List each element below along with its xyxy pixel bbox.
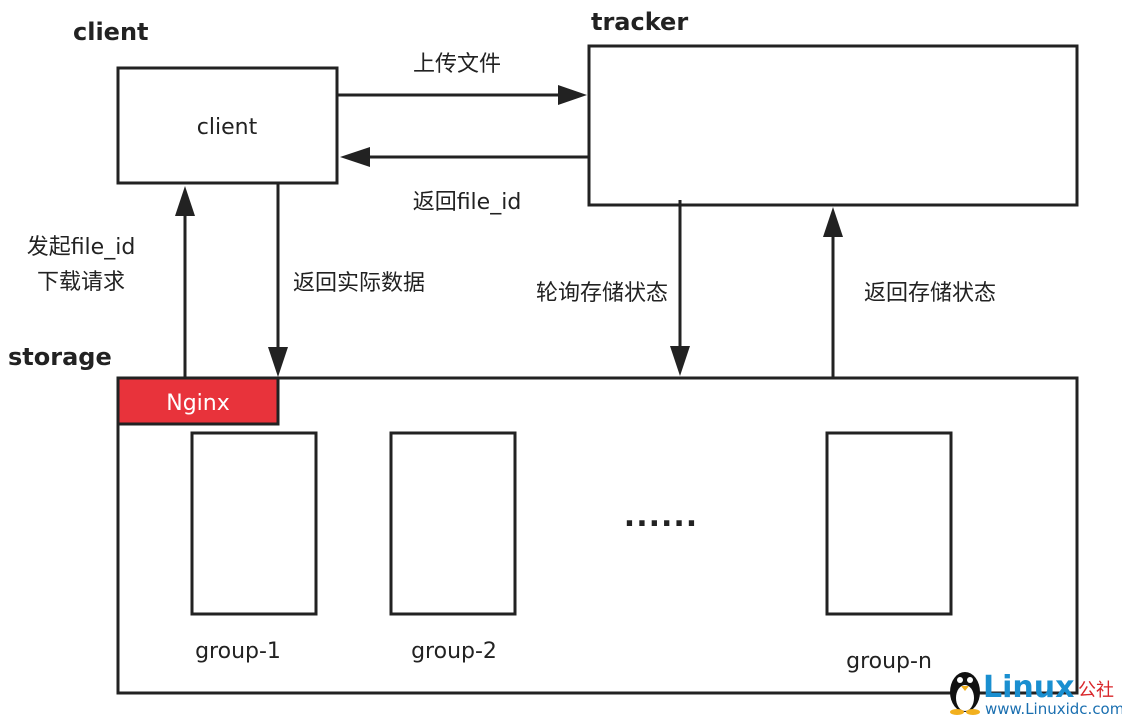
poll-status-arrowhead (670, 346, 690, 376)
poll-status-label: 轮询存储状态 (536, 281, 668, 306)
watermark-url: www.Linuxidc.com (985, 700, 1122, 718)
tracker-header: tracker (591, 8, 688, 36)
group-2-box (389, 431, 517, 616)
download-request-label-line1: 发起file_id (27, 235, 136, 260)
return-file-id-label: 返回file_id (413, 190, 522, 215)
storage-header: storage (8, 343, 112, 371)
watermark-logo: Linux 公社 www.Linuxidc.com (950, 670, 1122, 718)
penguin-icon (950, 672, 980, 715)
return-file-id-arrowhead (340, 147, 370, 167)
download-request-label-line2: 下载请求 (37, 270, 125, 295)
nginx-label: Nginx (166, 391, 230, 416)
upload-label: 上传文件 (413, 52, 501, 77)
tracker-box (587, 44, 1079, 207)
client-header: client (73, 18, 149, 46)
return-data-label: 返回实际数据 (293, 271, 425, 296)
group-n-box (825, 431, 953, 616)
ellipsis: ...... (624, 499, 698, 534)
client-box-label: client (197, 115, 258, 140)
download-request-arrowhead (175, 186, 195, 216)
nginx-block (116, 376, 280, 426)
watermark-brand: Linux (983, 670, 1074, 705)
return-data-arrowhead (268, 347, 288, 377)
return-status-arrowhead (823, 207, 843, 237)
client-box (116, 66, 339, 185)
return-status-label: 返回存储状态 (864, 281, 996, 306)
group-1-box (190, 431, 318, 616)
watermark-brand-cn: 公社 (1078, 680, 1114, 701)
group-n-label: group-n (846, 649, 932, 674)
upload-arrowhead (558, 85, 587, 105)
group-2-label: group-2 (411, 639, 497, 664)
group-1-label: group-1 (195, 639, 281, 664)
